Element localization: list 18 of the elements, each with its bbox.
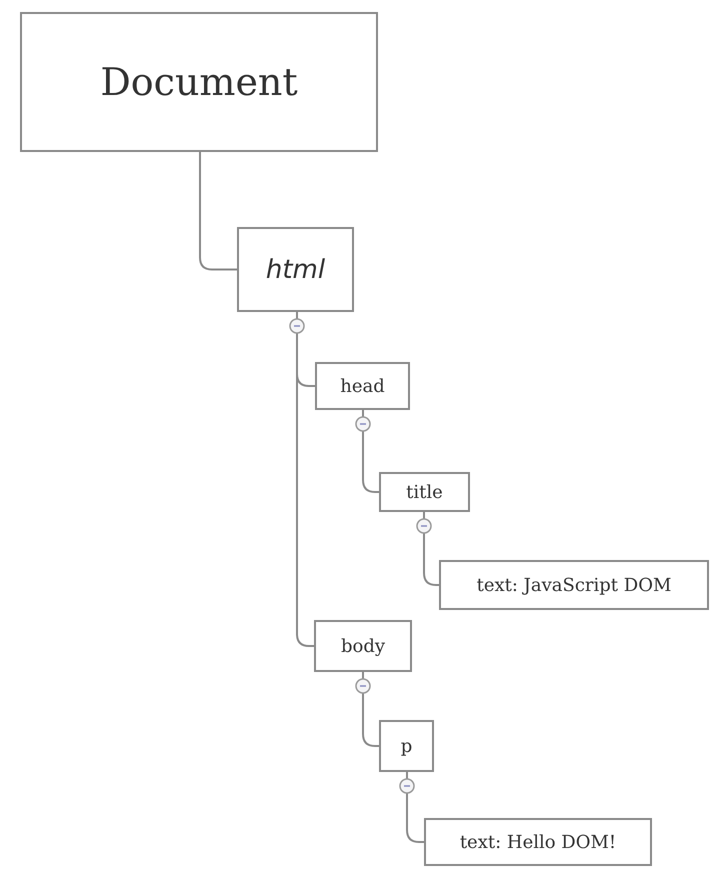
tree-node-box	[315, 362, 410, 410]
tree-node-box	[237, 227, 354, 312]
node-label: body	[340, 636, 386, 656]
node-label: Document	[100, 60, 298, 104]
tree-node-box	[314, 620, 412, 672]
node-label: text: JavaScript DOM	[476, 574, 672, 596]
node-label: title	[406, 482, 443, 502]
tree-node-box	[379, 720, 434, 772]
tree-node-box	[439, 560, 709, 610]
node-label: html	[266, 254, 326, 284]
tree-node-box	[20, 12, 378, 152]
node-label: head	[340, 376, 385, 396]
tree-connector	[406, 772, 424, 843]
tree-node-box	[379, 472, 470, 512]
node-label: text: Hello DOM!	[460, 832, 616, 852]
tree-connector	[199, 152, 237, 270]
node-label: p	[400, 736, 412, 756]
tree-node-box	[424, 818, 652, 866]
